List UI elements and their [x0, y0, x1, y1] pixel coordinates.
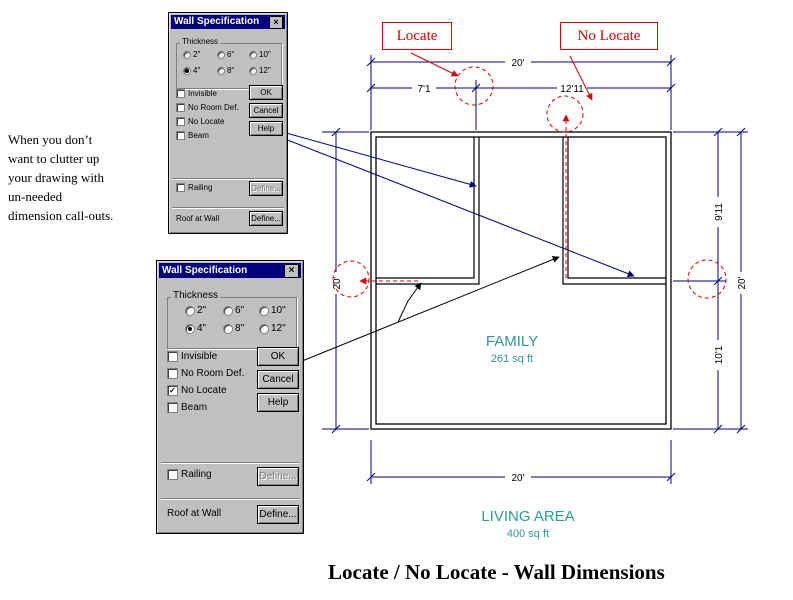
checkbox-icon — [167, 402, 178, 413]
checkbox-icon — [176, 89, 185, 98]
no-locate-checkbox[interactable]: No Locate — [176, 117, 224, 126]
ok-button[interactable]: OK — [249, 85, 283, 100]
roof-define-button[interactable]: Define... — [257, 505, 299, 524]
room-area: 261 sq ft — [491, 353, 533, 365]
thickness-radio-6[interactable]: 6" — [217, 50, 234, 59]
thickness-radio-10[interactable]: 10" — [259, 305, 286, 316]
close-icon[interactable]: × — [284, 264, 299, 278]
dimension-lines — [322, 55, 748, 484]
radio-icon — [223, 305, 233, 316]
thickness-radio-2[interactable]: 2" — [185, 305, 206, 316]
radio-icon — [259, 305, 269, 316]
checkbox-icon — [167, 351, 178, 362]
checkbox-icon — [176, 131, 185, 140]
radio-selected-icon — [185, 323, 195, 334]
wall-spec-dialog-small: Wall Specification × Thickness 2" 6" 10"… — [168, 12, 288, 234]
railing-checkbox[interactable]: Railing — [167, 469, 212, 480]
note-line: dimension call-outs. — [8, 208, 114, 223]
interior-walls — [376, 137, 666, 285]
checkbox-icon — [176, 117, 185, 126]
page-title: Locate / No Locate - Wall Dimensions — [328, 560, 665, 584]
thickness-radio-10[interactable]: 10" — [249, 50, 271, 59]
no-locate-callout: No Locate — [560, 22, 658, 50]
radio-icon — [249, 50, 257, 59]
checkbox-icon — [167, 469, 178, 480]
checkbox-icon — [167, 368, 178, 379]
thickness-radio-6[interactable]: 6" — [223, 305, 244, 316]
thickness-radio-4[interactable]: 4" — [183, 66, 200, 75]
locate-callout: Locate — [382, 22, 452, 50]
dim-right-lower: 10'1 — [714, 345, 725, 364]
dim-right-overall: 20' — [737, 276, 748, 289]
thickness-radio-4[interactable]: 4" — [185, 323, 206, 334]
radio-icon — [223, 323, 233, 334]
railing-define-button[interactable]: Define... — [249, 181, 283, 196]
checkbox-icon — [176, 103, 185, 112]
no-room-def-checkbox[interactable]: No Room Def. — [176, 103, 239, 112]
invisible-checkbox[interactable]: Invisible — [167, 351, 217, 362]
cancel-button[interactable]: Cancel — [257, 370, 299, 389]
help-button[interactable]: Help — [257, 393, 299, 412]
invisible-checkbox[interactable]: Invisible — [176, 89, 217, 98]
help-button[interactable]: Help — [249, 121, 283, 136]
thickness-radio-12[interactable]: 12" — [249, 66, 271, 75]
note-line: want to clutter up — [8, 151, 100, 166]
living-area-value: 400 sq ft — [507, 528, 549, 540]
note-line: un-needed — [8, 189, 63, 204]
thickness-radio-8[interactable]: 8" — [217, 66, 234, 75]
dim-right-upper: 9'11 — [714, 203, 725, 221]
thickness-radio-8[interactable]: 8" — [223, 323, 244, 334]
thickness-label: Thickness — [180, 37, 221, 46]
living-area-label: LIVING AREA — [481, 508, 574, 525]
locate-circles — [332, 66, 727, 299]
beam-checkbox[interactable]: Beam — [167, 402, 207, 413]
checkmark-icon: ✓ — [167, 385, 178, 396]
thickness-radio-12[interactable]: 12" — [259, 323, 286, 334]
dialog-title: Wall Specification — [174, 16, 260, 27]
beam-checkbox[interactable]: Beam — [176, 131, 209, 140]
note-line: your drawing with — [8, 170, 105, 185]
dim-top-left: 7'1 — [417, 84, 430, 95]
separator — [172, 178, 284, 180]
wall-spec-dialog-large: Wall Specification × Thickness 2" 6" 10"… — [156, 260, 304, 534]
cancel-button[interactable]: Cancel — [249, 103, 283, 118]
radio-icon — [183, 50, 191, 59]
radio-icon — [217, 50, 225, 59]
ok-button[interactable]: OK — [257, 347, 299, 366]
radio-icon — [185, 305, 195, 316]
roof-at-wall-label: Roof at Wall — [176, 214, 220, 223]
thickness-group — [167, 297, 297, 349]
railing-define-button[interactable]: Define... — [257, 467, 299, 486]
thickness-label: Thickness — [171, 290, 221, 301]
dim-bottom-overall: 20' — [511, 473, 524, 484]
room-name: FAMILY — [486, 333, 538, 350]
dialog-titlebar[interactable]: Wall Specification × — [159, 263, 301, 278]
separator — [172, 207, 284, 209]
separator — [161, 462, 299, 464]
side-note: When you don’t want to clutter up your d… — [8, 130, 168, 225]
close-icon[interactable]: × — [269, 16, 283, 29]
dim-left-overall: 20' — [332, 276, 343, 289]
roof-define-button[interactable]: Define... — [249, 211, 283, 226]
dialog-title: Wall Specification — [162, 265, 248, 276]
railing-checkbox[interactable]: Railing — [176, 183, 212, 192]
radio-icon — [249, 66, 257, 75]
dim-top-right: 12'11 — [560, 84, 584, 95]
note-line: When you don’t — [8, 132, 93, 147]
roof-at-wall-label: Roof at Wall — [167, 508, 222, 519]
radio-selected-icon — [183, 66, 191, 75]
dim-top-overall: 20' — [511, 58, 524, 69]
radio-icon — [217, 66, 225, 75]
no-room-def-checkbox[interactable]: No Room Def. — [167, 368, 244, 379]
dialog-titlebar[interactable]: Wall Specification × — [171, 15, 285, 29]
thickness-group — [176, 43, 282, 89]
separator — [161, 498, 299, 500]
checkbox-icon — [176, 183, 185, 192]
radio-icon — [259, 323, 269, 334]
thickness-radio-2[interactable]: 2" — [183, 50, 200, 59]
no-locate-checkbox[interactable]: ✓No Locate — [167, 385, 227, 396]
